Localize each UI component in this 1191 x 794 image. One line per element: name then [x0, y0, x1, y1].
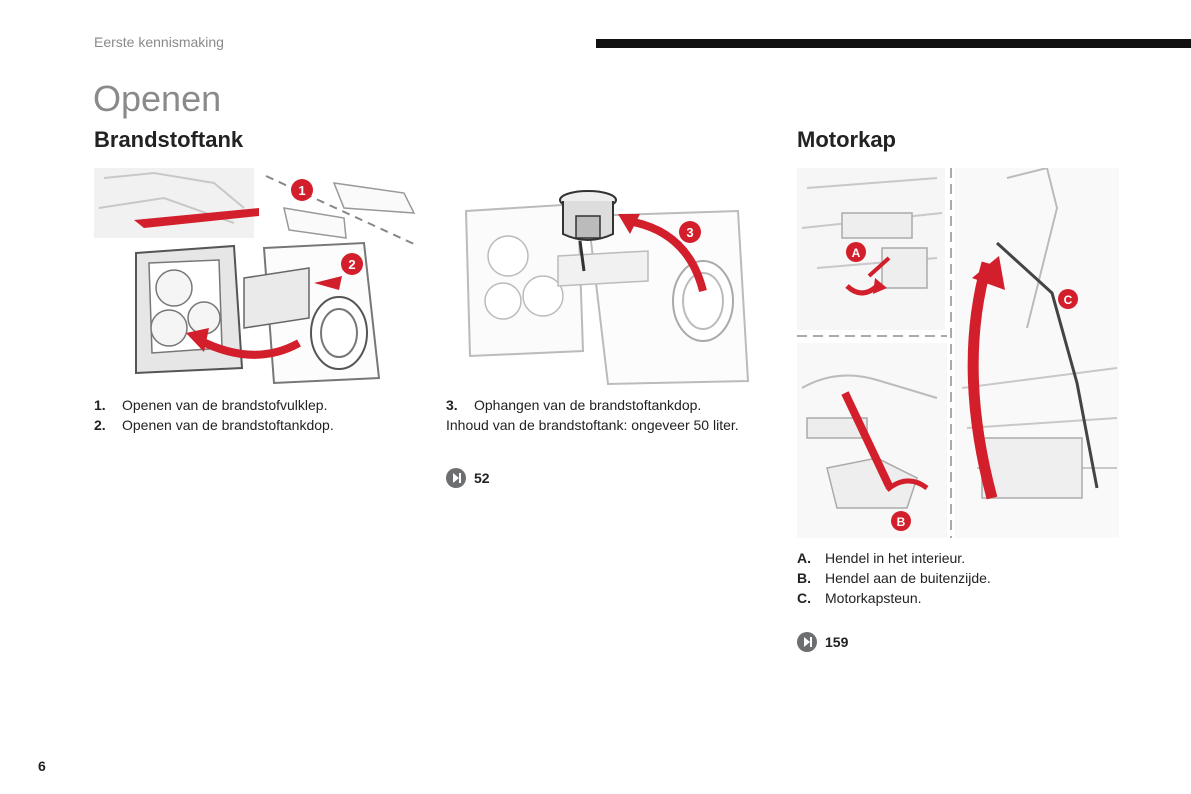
callout-2: 2 — [348, 257, 355, 272]
caption-number: 3. — [446, 397, 458, 413]
page-title: Openen — [93, 78, 222, 119]
caption-number: A. — [797, 550, 811, 566]
caption-text: Openen van de brandstofvulklep. — [122, 397, 328, 413]
caption-text: Hendel aan de buitenzijde. — [825, 570, 991, 586]
caption-number: C. — [797, 590, 811, 606]
page-number: 6 — [38, 758, 46, 774]
caption-number: B. — [797, 570, 811, 586]
callout-b: B — [897, 515, 906, 529]
page-reference-icon — [797, 632, 817, 652]
bonnet-illustration: A B C — [797, 168, 1119, 538]
fuel-heading: Brandstoftank — [94, 127, 244, 152]
fuel-caption-list: 1. Openen van de brandstofvulklep. 2. Open… — [94, 395, 334, 435]
caption-text: Openen van de brandstoftankdop. — [122, 417, 334, 433]
caption-item: 3. Ophangen van de brandstoftankdop. — [446, 395, 739, 415]
fuel-flap-illustration: 1 2 — [94, 168, 418, 390]
caption-text: Hendel in het interieur. — [825, 550, 966, 566]
caption-item: A. Hendel in het interieur. — [797, 548, 991, 568]
bonnet-heading: Motorkap — [797, 127, 896, 152]
section-label: Eerste kennismaking — [94, 34, 224, 50]
callout-a: A — [852, 246, 861, 260]
caption-item: C. Motorkapsteun. — [797, 588, 991, 608]
page-reference-icon — [446, 468, 466, 488]
caption-number: 1. — [94, 397, 106, 413]
callout-1: 1 — [298, 183, 305, 198]
caption-item: 2. Openen van de brandstoftankdop. — [94, 415, 334, 435]
caption-text: Ophangen van de brandstoftankdop. — [474, 397, 702, 413]
fuel-reference-page: 52 — [474, 470, 490, 486]
callout-3: 3 — [686, 225, 693, 240]
header-rule — [596, 39, 1191, 48]
caption-number: 2. — [94, 417, 106, 433]
caption-item: B. Hendel aan de buitenzijde. — [797, 568, 991, 588]
caption-text: Motorkapsteun. — [825, 590, 922, 606]
bonnet-caption-list: A. Hendel in het interieur. B. Hendel aan … — [797, 548, 991, 608]
callout-c: C — [1064, 293, 1073, 307]
fuel-cap-illustration: 3 — [458, 186, 752, 390]
fuel-page-reference[interactable]: 52 — [446, 468, 490, 488]
caption-item: 1. Openen van de brandstofvulklep. — [94, 395, 334, 415]
fuel-cap-caption: 3. Ophangen van de brandstoftankdop. Inho… — [446, 395, 739, 435]
fuel-capacity-text: Inhoud van de brandstoftank: ongeveer 50… — [446, 417, 739, 433]
bonnet-page-reference[interactable]: 159 — [797, 632, 848, 652]
bonnet-reference-page: 159 — [825, 634, 849, 650]
